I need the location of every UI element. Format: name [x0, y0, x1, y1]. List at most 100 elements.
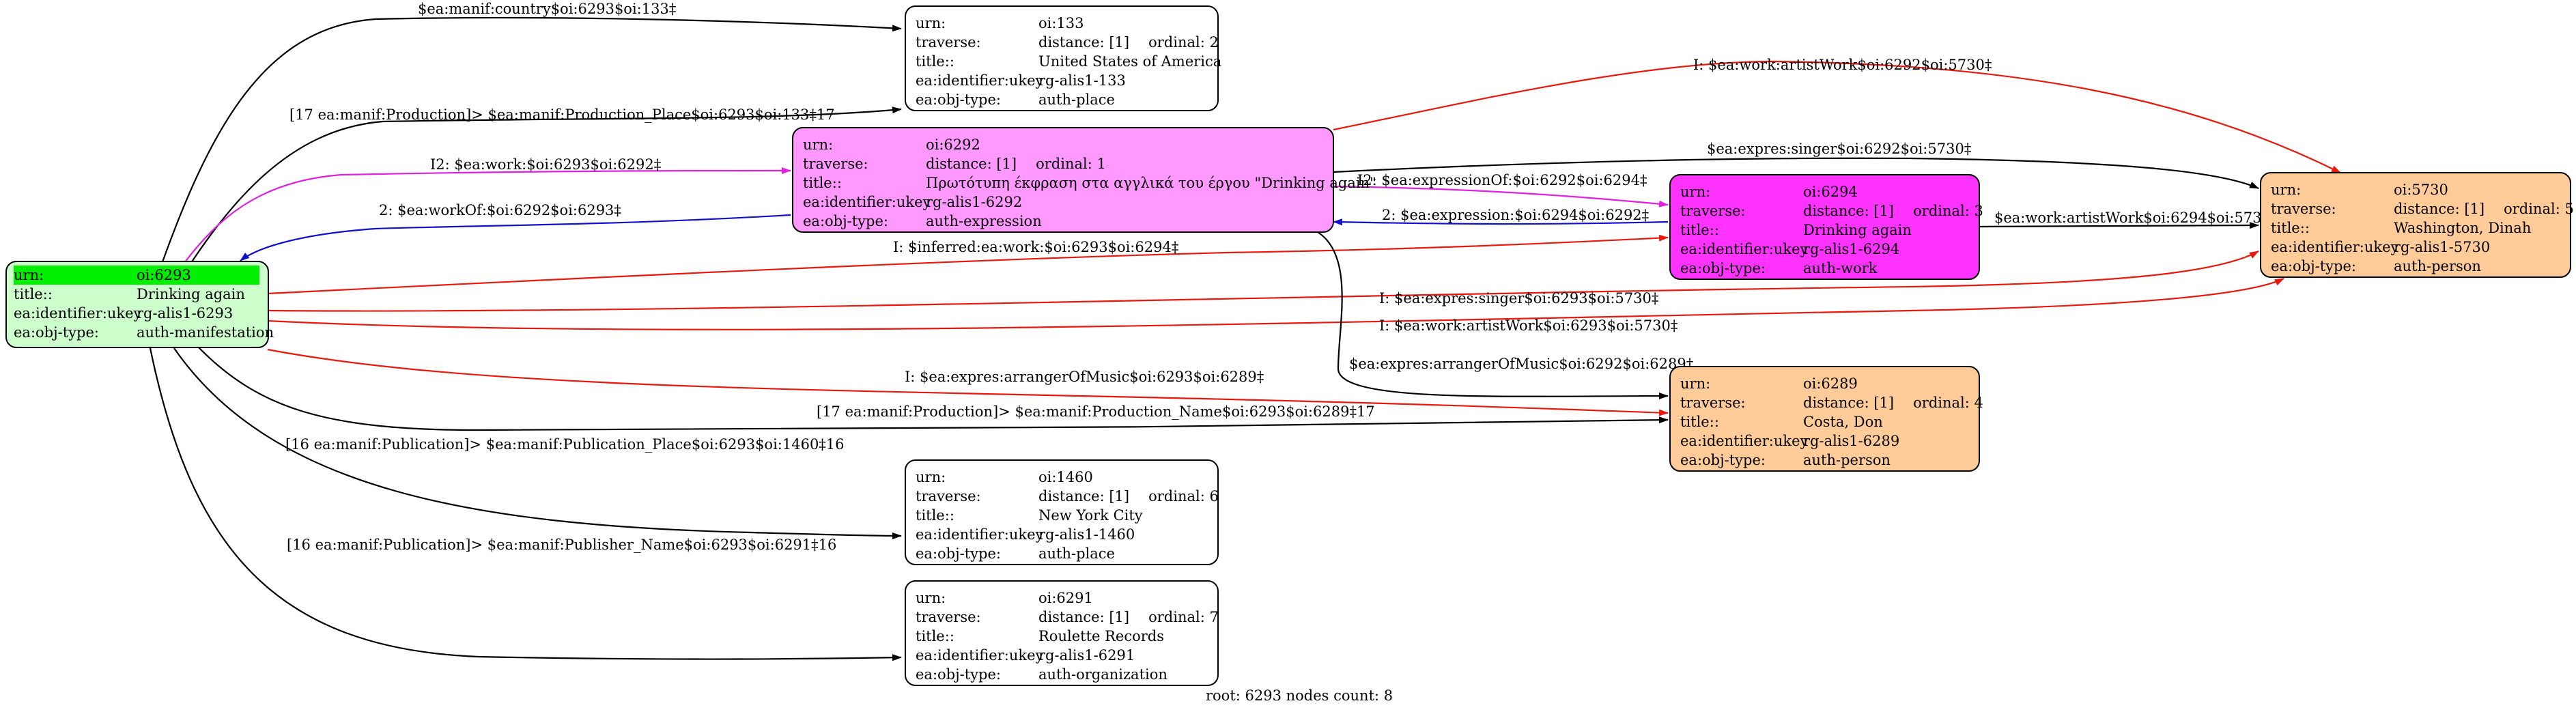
field-key: ea:obj-type: [916, 91, 1001, 108]
edge-6293-5730-artistwork [267, 278, 2284, 330]
field-key: ea:obj-type: [14, 324, 99, 341]
type-value: auth-expression [926, 213, 1042, 229]
edge-6293-5730-singer [267, 251, 2259, 312]
edge-label: 2: $ea:expression:$oi:6294$oi:6292‡ [1382, 207, 1650, 223]
node-6291[interactable]: urn: oi:6291 traverse: distance: [1]ordi… [905, 580, 1219, 686]
type-value: auth-person [2394, 258, 2481, 274]
distance-value: distance: [1] [1038, 609, 1130, 625]
field-key: ea:identifier:ukey [916, 526, 1044, 543]
edge-6294-5730-artistwork [1978, 222, 2259, 229]
field-key: ea:obj-type: [916, 666, 1001, 683]
field-key: title:: [916, 628, 954, 644]
edge-6293-6291-publisher-name [149, 347, 902, 661]
field-key: traverse: [1680, 203, 1746, 219]
edge-6292-5730-artistwork [1333, 60, 2341, 173]
edge-6293-6289-arranger [267, 348, 1669, 416]
edge-label: [17 ea:manif:Production]> $ea:manif:Prod… [289, 106, 835, 123]
distance-value: distance: [1] [1038, 488, 1130, 504]
edge-6293-133-country [149, 16, 902, 298]
node-row-title: title:: United States of America [916, 52, 1221, 71]
node-row-type: ea:obj-type: auth-expression [803, 212, 1325, 231]
field-key: ea:obj-type: [916, 545, 1001, 562]
field-key: urn: [803, 137, 834, 153]
field-key: title:: [916, 507, 954, 524]
edge-6293-6292-work [184, 167, 791, 264]
edge-label: I2: $ea:expressionOf:$oi:6292$oi:6294‡ [1357, 172, 1647, 188]
node-5730[interactable]: urn: oi:5730 traverse: distance: [1]ordi… [2260, 172, 2574, 278]
node-row-urn: urn: oi:5730 [2271, 180, 2562, 199]
node-row-title: title:: Costa, Don [1680, 412, 1970, 431]
node-row-type: ea:obj-type: auth-person [1680, 451, 1970, 470]
edge-label: $ea:expres:arrangerOfMusic$oi:6292$oi:62… [1349, 356, 1694, 372]
field-key: ea:obj-type: [1680, 260, 1766, 276]
node-133[interactable]: urn: oi:133 traverse: distance: [1]ordin… [905, 5, 1221, 111]
graph-footer: root: 6293 nodes count: 8 [1206, 687, 1393, 704]
node-6289[interactable]: urn: oi:6289 traverse: distance: [1]ordi… [1669, 366, 1983, 472]
node-row-title: title:: Washington, Dinah [2271, 218, 2562, 238]
type-value: auth-manifestation [137, 324, 274, 341]
node-row-urn: urn: oi:6293 [14, 266, 259, 285]
edge-6293-6294-inferred-work [267, 234, 1669, 295]
node-1460[interactable]: urn: oi:1460 traverse: distance: [1]ordi… [905, 459, 1219, 565]
field-key: title:: [803, 175, 842, 191]
node-row-traverse: traverse: distance: [1]ordinal: 1 [803, 154, 1325, 173]
node-row-ukey: ea:identifier:ukey rg-alis1-6291 [916, 646, 1209, 665]
urn-value: oi:133 [1038, 15, 1084, 31]
edge-6293-6289-production-name [197, 346, 1669, 431]
field-key: ea:identifier:ukey [1680, 241, 1809, 257]
node-6293[interactable]: urn: oi:6293 title:: Drinking again ea:i… [5, 261, 274, 348]
ordinal-value: ordinal: 1 [1036, 156, 1106, 172]
field-key: title:: [2271, 220, 2310, 236]
field-key: ea:identifier:ukey [14, 305, 142, 322]
urn-value: oi:6289 [1803, 375, 1858, 392]
ukey-value: rg-alis1-6293 [137, 305, 233, 322]
node-row-traverse: traverse: distance: [1]ordinal: 2 [916, 33, 1219, 52]
node-row-urn: urn: oi:6291 [916, 588, 1209, 608]
title-value: Washington, Dinah [2394, 220, 2532, 236]
field-key: title:: [14, 286, 53, 302]
field-key: title:: [1680, 414, 1719, 430]
node-row-title: title:: Drinking again [1680, 220, 1970, 240]
node-row-type: ea:obj-type: auth-organization [916, 665, 1209, 684]
field-key: ea:identifier:ukey [916, 72, 1044, 89]
edge-label: [16 ea:manif:Publication]> $ea:manif:Pub… [285, 436, 845, 453]
ordinal-value: ordinal: 7 [1148, 609, 1219, 625]
node-row-type: ea:obj-type: auth-person [2271, 257, 2562, 276]
node-row-urn: urn: oi:133 [916, 14, 1209, 33]
edge-label: [16 ea:manif:Publication]> $ea:manif:Pub… [287, 537, 837, 553]
field-key: ea:obj-type: [803, 213, 888, 229]
edge-label: I: $inferred:ea:work:$oi:6293$oi:6294‡ [893, 239, 1179, 255]
title-value: Costa, Don [1803, 414, 1883, 430]
edge-6292-5730-singer [1333, 157, 2259, 190]
edge-label: I2: $ea:work:$oi:6293$oi:6292‡ [430, 156, 662, 173]
urn-value: oi:5730 [2394, 182, 2448, 198]
urn-value: oi:6292 [926, 137, 980, 153]
node-6292[interactable]: urn: oi:6292 traverse: distance: [1]ordi… [792, 127, 1376, 233]
node-row-urn: urn: oi:6292 [803, 135, 1325, 154]
type-value: auth-place [1038, 91, 1115, 108]
ordinal-value: ordinal: 2 [1148, 34, 1219, 51]
ordinal-value: ordinal: 3 [1913, 203, 1983, 219]
node-row-urn: urn: oi:6294 [1680, 182, 1970, 201]
node-row-traverse: traverse: distance: [1]ordinal: 7 [916, 608, 1219, 627]
field-key: traverse: [2271, 201, 2336, 217]
node-row-ukey: ea:identifier:ukey rg-alis1-5730 [2271, 238, 2562, 257]
edge-6292-6294-expressionof [1333, 185, 1669, 208]
node-row-traverse: traverse: distance: [1]ordinal: 5 [2271, 199, 2574, 218]
ukey-value: rg-alis1-6292 [926, 194, 1023, 210]
field-key: title:: [916, 53, 954, 70]
edge-6294-6292-expression [1333, 218, 1669, 226]
title-value: New York City [1038, 507, 1143, 524]
distance-value: distance: [1] [2394, 201, 2485, 217]
node-6294[interactable]: urn: oi:6294 traverse: distance: [1]ordi… [1669, 174, 1983, 280]
urn-value: oi:6294 [1803, 184, 1858, 200]
node-row-ukey: ea:identifier:ukey rg-alis1-6293 [14, 304, 259, 323]
field-key: ea:obj-type: [1680, 452, 1766, 468]
distance-value: distance: [1] [926, 156, 1017, 172]
urn-value: oi:6293 [137, 266, 259, 285]
edge-label: $ea:work:artistWork$oi:6294$oi:5730‡ [1994, 210, 2278, 226]
ukey-value: rg-alis1-6294 [1803, 241, 1900, 257]
edge-label: I: $ea:work:artistWork$oi:6292$oi:5730‡ [1693, 57, 1992, 73]
node-row-type: ea:obj-type: auth-place [916, 544, 1209, 563]
